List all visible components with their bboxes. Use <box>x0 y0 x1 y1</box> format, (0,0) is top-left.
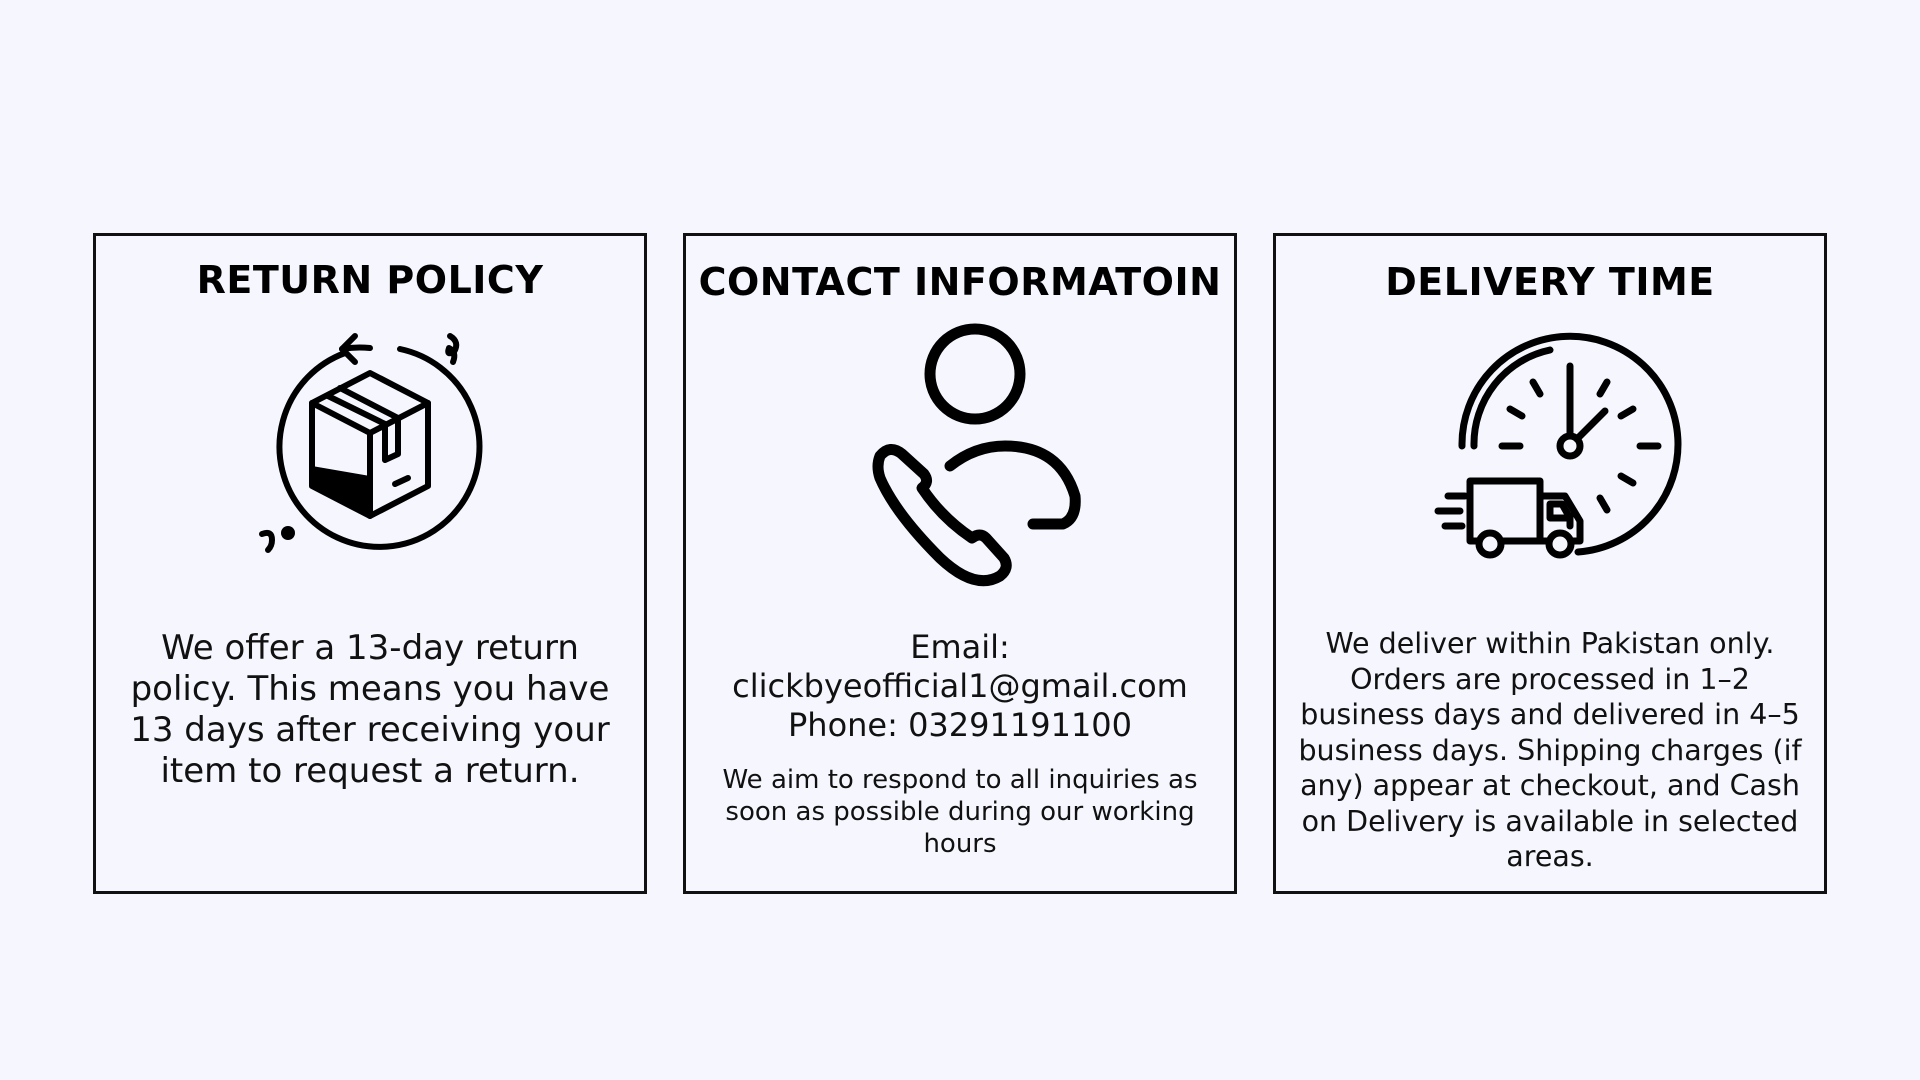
email-address[interactable]: clickbyeofficial1@gmail.com <box>732 667 1188 705</box>
delivery-time-text: We deliver within Pakistan only. Orders … <box>1298 627 1802 873</box>
return-policy-text: We offer a 13-day return policy. This me… <box>130 628 610 791</box>
contact-note: We aim to respond to all inquiries as so… <box>722 765 1198 859</box>
card-title: DELIVERY TIME <box>1385 260 1715 304</box>
card-title: RETURN POLICY <box>196 258 544 302</box>
phone-number[interactable]: Phone: 03291191100 <box>787 706 1133 744</box>
delivery-time-card: DELIVERY TIME We deliver within Pakistan… <box>1273 233 1827 894</box>
contact-details: Email: clickbyeofficial1@gmail.com Phone… <box>706 628 1214 745</box>
contact-information-card: CONTACT INFORMATOIN Email: clickbyeoffic… <box>683 233 1237 894</box>
box-return-icon <box>259 333 483 553</box>
card-title: CONTACT INFORMATOIN <box>698 260 1222 304</box>
clock-truck-icon <box>1434 332 1682 559</box>
email-label: Email: <box>910 628 1010 666</box>
return-policy-card: RETURN POLICY We offer a 13-day return p… <box>93 233 647 894</box>
person-phone-icon <box>872 323 1081 587</box>
